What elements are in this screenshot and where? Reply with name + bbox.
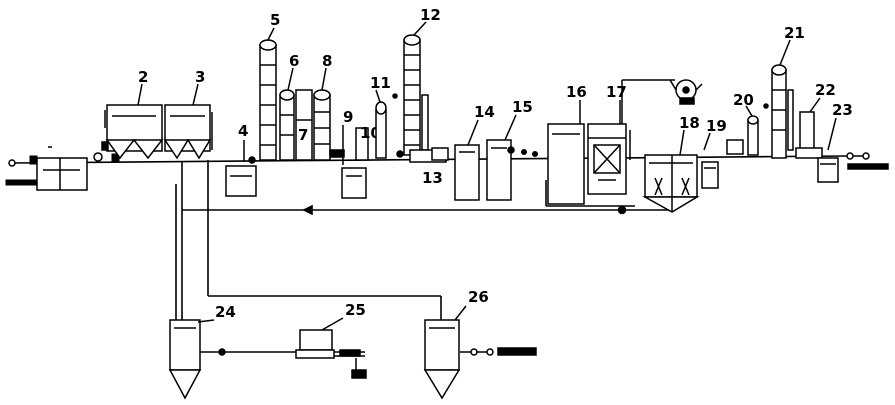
outlet-caption-block bbox=[847, 163, 889, 170]
unit-18-settler: 18 bbox=[642, 114, 700, 213]
unit-12-tower: 12 bbox=[403, 6, 441, 156]
unit-4-tank: 4 bbox=[225, 122, 257, 197]
unit-16-label: 16 bbox=[566, 83, 587, 101]
unit-22-label: 22 bbox=[815, 81, 836, 99]
unit-6-column: 6 bbox=[279, 52, 299, 161]
unit-15-tank: 15 bbox=[486, 98, 533, 201]
unit-17-filter: 17 bbox=[587, 79, 675, 195]
unit-1-tank bbox=[36, 146, 88, 191]
unit-24-thickener: 24 bbox=[168, 303, 236, 400]
unit-15-label: 15 bbox=[512, 98, 533, 116]
unit-25-dewatering: 25 bbox=[295, 301, 367, 379]
pump-icon bbox=[617, 205, 627, 215]
unit-19-label: 19 bbox=[706, 117, 727, 135]
unit-11-label: 11 bbox=[370, 74, 391, 92]
unit-5-label: 5 bbox=[270, 11, 280, 29]
unit-21-tower: 21 bbox=[763, 24, 805, 159]
pump-1 bbox=[93, 152, 120, 163]
unit-12-label: 12 bbox=[420, 6, 441, 24]
sludge-caption-block bbox=[497, 347, 537, 356]
unit-22-unit: 22 bbox=[795, 81, 836, 159]
unit-4-label: 4 bbox=[238, 122, 248, 140]
unit-14-label: 14 bbox=[474, 103, 495, 121]
unit-26-thickener: 26 bbox=[423, 288, 537, 400]
unit-20-label: 20 bbox=[733, 91, 754, 109]
unit-24-label: 24 bbox=[215, 303, 236, 321]
flow-arrow-icon bbox=[302, 204, 313, 216]
unit-18-label: 18 bbox=[679, 114, 700, 132]
unit-21-label: 21 bbox=[784, 24, 805, 42]
unit-5-column: 5 bbox=[248, 11, 280, 164]
unit-13-label: 13 bbox=[422, 169, 443, 187]
blower-icon bbox=[669, 79, 703, 105]
unit-9-label: 9 bbox=[343, 108, 353, 126]
unit-7-box: 7 bbox=[295, 89, 313, 161]
unit-23-tank: 23 bbox=[817, 101, 853, 183]
unit-11-column: 11 bbox=[370, 74, 404, 159]
unit-19-tank: 19 bbox=[701, 117, 727, 189]
unit-6-label: 6 bbox=[289, 52, 299, 70]
unit-8-label: 8 bbox=[322, 52, 332, 70]
unit-26-label: 26 bbox=[468, 288, 489, 306]
unit-25-label: 25 bbox=[345, 301, 366, 319]
pump-15 bbox=[521, 149, 538, 157]
unit-2-label: 2 bbox=[138, 68, 148, 86]
unit-3-label: 3 bbox=[195, 68, 205, 86]
unit-13-mixer: 13 bbox=[409, 147, 449, 187]
treated-outlet bbox=[846, 152, 889, 170]
unit-9-tank: 9 bbox=[329, 108, 367, 199]
unit-14-tank: 14 bbox=[454, 103, 495, 201]
unit-16-reactor: 16 bbox=[547, 83, 587, 205]
unit-3-hopper-tank: 3 bbox=[163, 68, 213, 160]
unit-2-hopper-tank: 2 bbox=[101, 68, 164, 160]
unit-17-label: 17 bbox=[606, 83, 627, 101]
unit-23-label: 23 bbox=[832, 101, 853, 119]
return-line bbox=[182, 180, 670, 216]
unit-20-column: 20 bbox=[726, 91, 759, 156]
unit-7-label: 7 bbox=[298, 126, 308, 144]
unit-8-column: 8 bbox=[313, 52, 332, 161]
